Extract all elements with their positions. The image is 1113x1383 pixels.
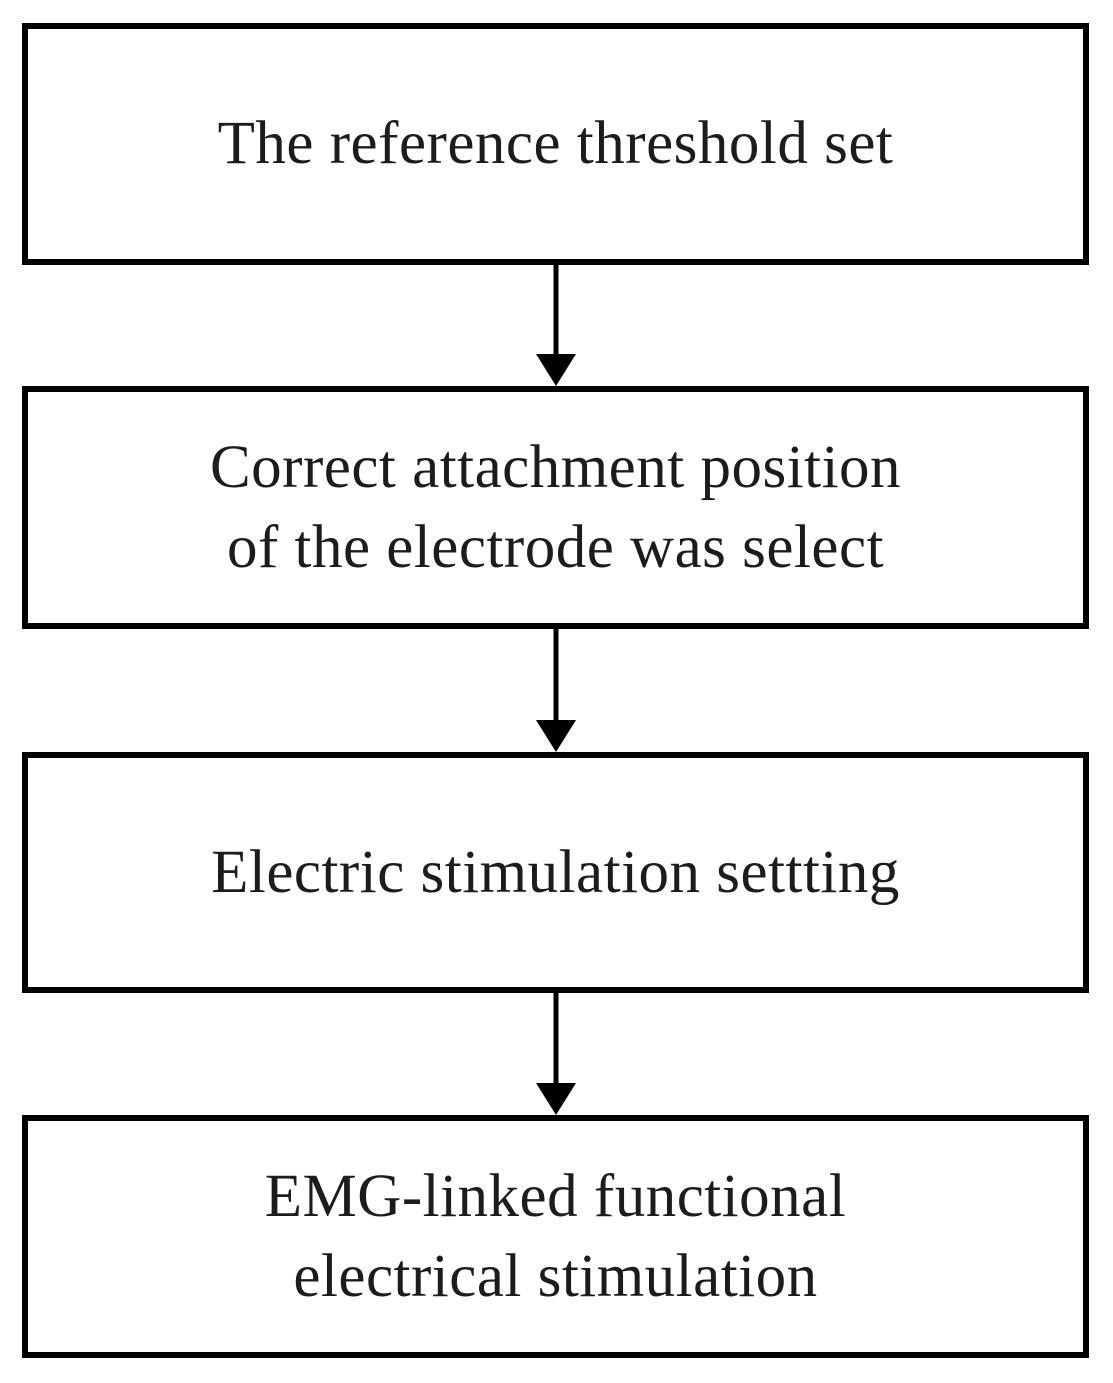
node-electrode-attachment-position: Correct attachment position of the elect…: [22, 386, 1089, 629]
node-text-line: Electric stimulation settting: [211, 838, 900, 906]
connector-node2-node3: [534, 629, 578, 752]
node-text-line: of the electrode was select: [226, 513, 885, 581]
arrow-shaft: [553, 629, 559, 728]
node-emg-linked-fes: EMG-linked functional electrical stimula…: [22, 1115, 1089, 1358]
node-electric-stimulation-setting: Electric stimulation settting: [22, 752, 1089, 993]
node-text-line: The reference threshold set: [217, 110, 894, 178]
arrow-shaft: [553, 993, 559, 1091]
connector-node3-node4: [534, 993, 578, 1115]
arrow-shaft: [553, 265, 559, 362]
down-arrowhead-icon: [536, 720, 576, 752]
node-reference-threshold: The reference threshold set: [22, 23, 1089, 265]
node-text-line: electrical stimulation: [293, 1242, 818, 1310]
down-arrowhead-icon: [536, 1083, 576, 1115]
down-arrowhead-icon: [536, 354, 576, 386]
node-text-line: EMG-linked functional: [264, 1163, 847, 1231]
connector-node1-node2: [534, 265, 578, 386]
node-text-line: Correct attachment position: [209, 434, 902, 502]
